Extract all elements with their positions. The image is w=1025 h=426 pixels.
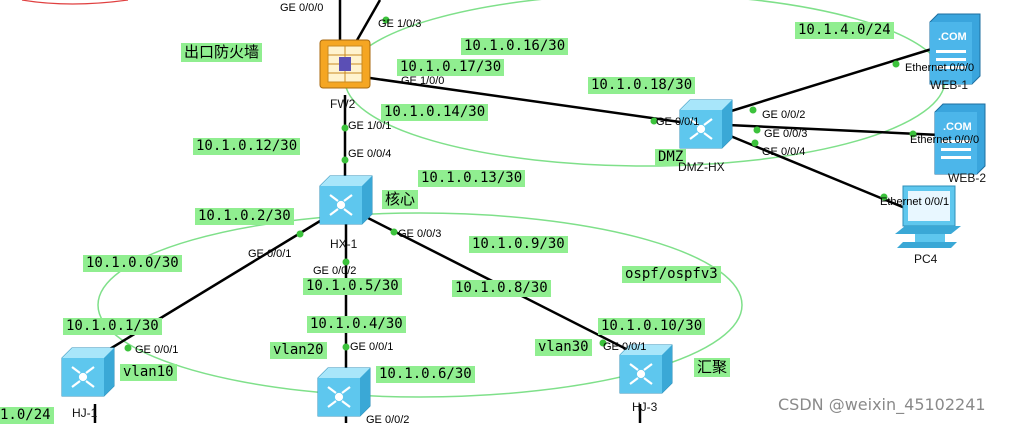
red-partial-ring <box>21 0 129 5</box>
svg-text:.COM: .COM <box>938 31 967 43</box>
port-label: GE 0/0/1 <box>135 344 179 356</box>
device-name-fw2: FW2 <box>330 97 356 111</box>
ip-label-hx-hj1: 10.1.0.2/30 <box>195 208 294 225</box>
role-label-dmz: DMZ <box>655 149 687 166</box>
ip-label-dmz: 10.1.0.18/30 <box>588 77 696 94</box>
ip-label-hx-hj2: 10.1.0.5/30 <box>303 278 402 295</box>
device-name-web2: WEB-2 <box>948 171 987 185</box>
ip-label-hj1: 10.1.0.1/30 <box>63 318 162 335</box>
role-label-egress-firewall: 出口防火墙 <box>181 43 263 62</box>
port-label: GE 0/0/1 <box>603 341 647 353</box>
pc-icon[interactable] <box>895 185 961 248</box>
svg-text:.COM: .COM <box>943 121 972 133</box>
ip-label-fw-core: 10.1.0.14/30 <box>381 104 489 121</box>
port-label: GE 0/0/0 <box>280 2 324 14</box>
ip-label-hj1-net: 10.1.0.0/30 <box>83 255 182 272</box>
ip-label-partial: 1.0/24 <box>0 407 54 424</box>
ip-label-fw-dmz: 10.1.0.17/30 <box>397 59 505 76</box>
switch-icon[interactable] <box>318 174 374 226</box>
port-label: Ethernet 0/0/1 <box>880 196 950 208</box>
device-name-hj3: HJ-3 <box>632 400 658 414</box>
server-icon[interactable]: .COM <box>934 103 986 175</box>
port-label: GE 0/0/1 <box>350 341 394 353</box>
device-name-pc4: PC4 <box>914 252 938 266</box>
vlan-label-10: vlan10 <box>120 364 177 381</box>
port-label: Ethernet 0/0/0 <box>910 134 980 146</box>
port-label: GE 0/0/3 <box>398 228 442 240</box>
device-name-web1: WEB-1 <box>930 78 969 92</box>
port-label: GE 0/0/3 <box>764 128 808 140</box>
role-label-core: 核心 <box>382 190 419 209</box>
vlan-label-30: vlan30 <box>535 339 592 356</box>
port-label: GE 0/0/1 <box>248 248 292 260</box>
link-dmz-pc4 <box>727 133 906 210</box>
port-label: GE 0/0/2 <box>313 265 357 277</box>
link-dots <box>124 16 917 352</box>
port-label: GE 0/0/2 <box>762 109 806 121</box>
port-label: GE 0/0/4 <box>762 146 806 158</box>
port-label: GE 0/0/1 <box>656 116 700 128</box>
link-dmz-web1 <box>727 46 936 114</box>
ip-label-hj3: 10.1.0.10/30 <box>598 318 706 335</box>
vlan-label-20: vlan20 <box>270 342 327 359</box>
link-fw-up-right <box>354 0 382 43</box>
ip-label-fw-dmz-net: 10.1.0.16/30 <box>461 38 569 55</box>
protocol-label: ospf/ospfv3 <box>622 266 721 283</box>
port-label: GE 0/0/2 <box>366 414 410 426</box>
switch-icon[interactable] <box>316 366 372 418</box>
switch-icon[interactable] <box>60 346 116 398</box>
port-label: GE 1/0/3 <box>378 18 422 30</box>
ip-label-core: 10.1.0.13/30 <box>418 170 526 187</box>
link-dmz-web2 <box>727 123 941 137</box>
role-label-aggregation: 汇聚 <box>694 358 731 377</box>
ip-label-core-net: 10.1.0.12/30 <box>193 138 301 155</box>
port-label: GE 1/0/1 <box>348 120 392 132</box>
ip-label-web-subnet: 10.1.4.0/24 <box>795 22 894 39</box>
device-name-hj1: HJ-1 <box>72 406 98 420</box>
ip-label-hj2-net: 10.1.0.4/30 <box>307 316 406 333</box>
ip-label-hx-hj3: 10.1.0.9/30 <box>469 236 568 253</box>
watermark: CSDN @weixin_45102241 <box>778 395 986 414</box>
port-label: Ethernet 0/0/0 <box>905 62 975 74</box>
device-name-dmz-hx: DMZ-HX <box>678 160 725 174</box>
firewall-icon[interactable] <box>319 39 371 89</box>
port-label: GE 0/0/4 <box>348 148 392 160</box>
link-hx1-hj1 <box>94 216 326 360</box>
ip-label-hj2: 10.1.0.6/30 <box>376 366 475 383</box>
port-label: GE 1/0/0 <box>401 75 445 87</box>
device-name-hx1: HX-1 <box>330 237 358 251</box>
server-icon[interactable]: .COM <box>929 13 981 85</box>
ip-label-hj3-net: 10.1.0.8/30 <box>452 280 551 297</box>
link-fw-dmz <box>369 76 681 124</box>
ospf-area-bottom-ring <box>97 212 743 398</box>
